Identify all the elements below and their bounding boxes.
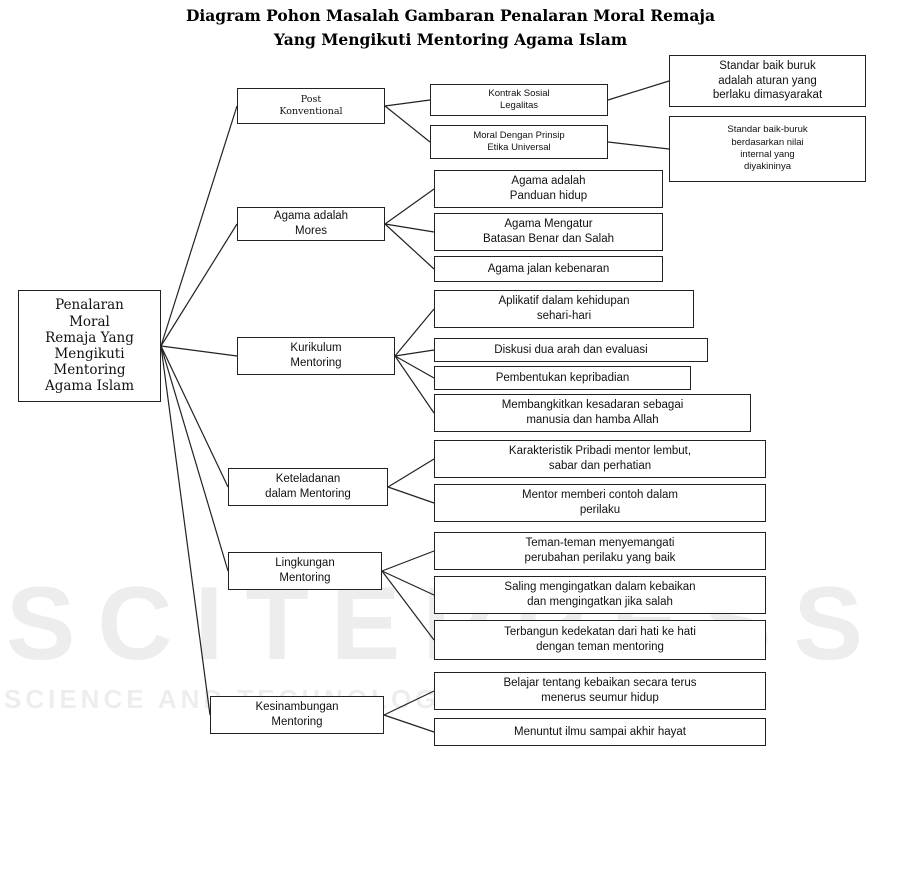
branch-keteladanan: Keteladanan dalam Mentoring	[228, 468, 388, 506]
connector-root-branch-4	[160, 345, 229, 572]
branch-lingkungan: Lingkungan Mentoring	[228, 552, 382, 590]
leaf-diskusi: Diskusi dua arah dan evaluasi	[434, 338, 708, 362]
leaf-karakteristik: Karakteristik Pribadi mentor lembut, sab…	[434, 440, 766, 478]
connector-leaf-0-0-note	[607, 80, 670, 101]
connector-root-branch-5	[160, 345, 211, 716]
leaf-mentor-contoh: Mentor memberi contoh dalam perilaku	[434, 484, 766, 522]
connector-branch-3-leaf-1	[387, 486, 435, 504]
diagram-title-line-1: Diagram Pohon Masalah Gambaran Penalaran…	[185, 6, 716, 25]
leaf-kedekatan: Terbangun kedekatan dari hati ke hati de…	[434, 620, 766, 660]
connector-branch-5-leaf-0	[383, 690, 435, 716]
note-standar-nilai-internal: Standar baik-buruk berdasarkan nilai int…	[669, 116, 866, 182]
branch-agama-mores: Agama adalah Mores	[237, 207, 385, 241]
connector-branch-4-leaf-1	[381, 570, 435, 596]
leaf-belajar-kebaikan: Belajar tentang kebaikan secara terus me…	[434, 672, 766, 710]
leaf-aplikatif: Aplikatif dalam kehidupan sehari-hari	[434, 290, 694, 328]
connector-branch-0-leaf-1	[384, 105, 431, 143]
leaf-agama-mengatur: Agama Mengatur Batasan Benar dan Salah	[434, 213, 663, 251]
connector-root-branch-0	[160, 105, 238, 347]
connector-branch-2-leaf-1	[394, 349, 435, 357]
leaf-agama-jalan: Agama jalan kebenaran	[434, 256, 663, 282]
branch-post-konventional: Post Konventional	[237, 88, 385, 124]
connector-branch-2-leaf-2	[394, 355, 435, 379]
leaf-kontrak-sosial: Kontrak Sosial Legalitas	[430, 84, 608, 116]
connector-branch-0-leaf-0	[384, 99, 431, 107]
connector-branch-2-leaf-3	[394, 355, 435, 414]
connector-leaf-0-1-note	[607, 141, 670, 150]
leaf-menuntut-ilmu: Menuntut ilmu sampai akhir hayat	[434, 718, 766, 746]
connector-branch-1-leaf-1	[384, 223, 435, 233]
connector-branch-3-leaf-0	[387, 458, 435, 488]
connector-branch-1-leaf-2	[384, 223, 435, 270]
root-node: Penalaran Moral Remaja Yang Mengikuti Me…	[18, 290, 161, 402]
connector-branch-2-leaf-0	[394, 308, 435, 357]
leaf-pembentukan: Pembentukan kepribadian	[434, 366, 691, 390]
leaf-agama-panduan: Agama adalah Panduan hidup	[434, 170, 663, 208]
diagram-title-line-2: Yang Mengikuti Mentoring Agama Islam	[273, 30, 628, 49]
leaf-moral-prinsip: Moral Dengan Prinsip Etika Universal	[430, 125, 608, 159]
connector-root-branch-2	[160, 345, 238, 357]
leaf-membangkitkan: Membangkitkan kesadaran sebagai manusia …	[434, 394, 751, 432]
connector-branch-5-leaf-1	[383, 714, 435, 733]
connector-root-branch-1	[160, 223, 238, 347]
note-standar-aturan: Standar baik buruk adalah aturan yang be…	[669, 55, 866, 107]
leaf-teman-menyemangati: Teman-teman menyemangati perubahan peril…	[434, 532, 766, 570]
leaf-saling-mengingatkan: Saling mengingatkan dalam kebaikan dan m…	[434, 576, 766, 614]
connector-branch-4-leaf-2	[381, 570, 435, 641]
connector-root-branch-3	[160, 345, 229, 488]
branch-kesinambungan: Kesinambungan Mentoring	[210, 696, 384, 734]
connector-branch-1-leaf-0	[384, 188, 435, 225]
branch-kurikulum-mentoring: Kurikulum Mentoring	[237, 337, 395, 375]
connector-branch-4-leaf-0	[381, 550, 435, 572]
